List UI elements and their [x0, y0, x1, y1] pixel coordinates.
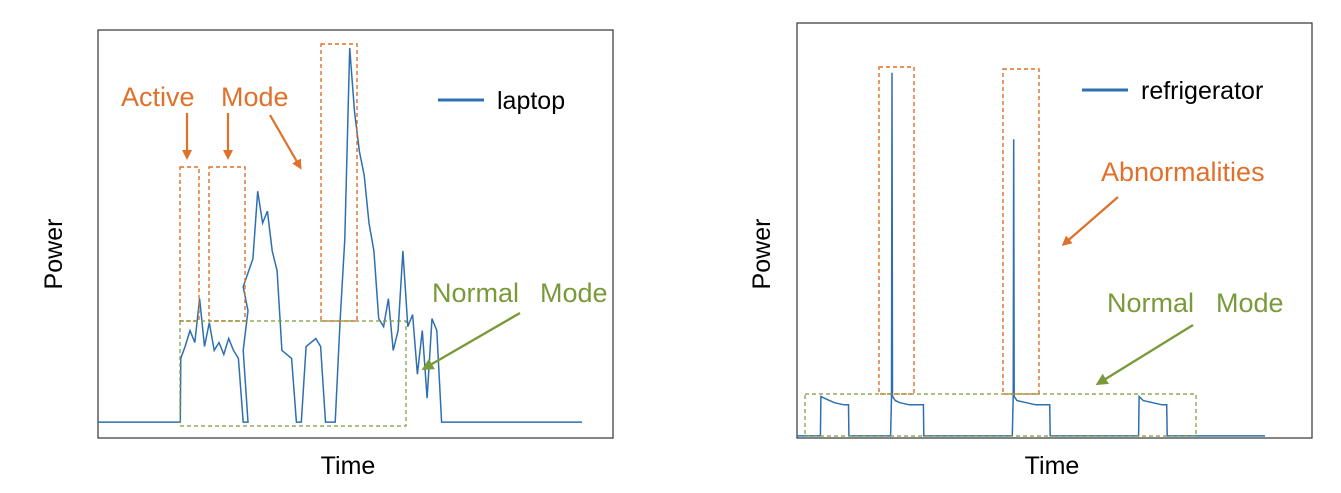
active-mode-box-1 [179, 166, 200, 322]
refrigerator-series-line [797, 72, 1265, 437]
laptop-normal-label-1: Normal [432, 278, 519, 308]
active-label-2: Mode [221, 82, 289, 112]
active-arrow-3 [269, 114, 302, 170]
laptop-legend-label: laptop [497, 87, 565, 115]
abnormality-box-2 [1002, 68, 1040, 395]
abnormalities-label: Abnormalities [1101, 157, 1265, 187]
laptop-normal-label-2: Mode [540, 278, 608, 308]
active-mode-box-2 [208, 166, 246, 322]
abnormality-box-1 [878, 66, 915, 395]
laptop-x-axis-label: Time [321, 452, 376, 480]
active-label-1: Active [121, 82, 195, 112]
laptop-series-line [98, 47, 582, 423]
laptop-normal-mode-box [179, 320, 407, 427]
refrigerator-y-axis-label: Power [748, 219, 776, 290]
refrigerator-x-axis-label: Time [1025, 452, 1080, 480]
refrigerator-normal-label-2: Mode [1216, 288, 1284, 318]
laptop-plot-frame [97, 29, 614, 439]
refrigerator-normal-label-1: Normal [1107, 288, 1194, 318]
abnormalities-arrow [1061, 196, 1119, 246]
laptop-y-axis-label: Power [40, 219, 68, 290]
laptop-chart: Active Mode Normal Mode laptop Time Powe… [40, 29, 614, 480]
refrigerator-legend-label: refrigerator [1141, 77, 1263, 105]
active-mode-box-3 [320, 43, 358, 322]
refrigerator-plot-frame [796, 22, 1313, 439]
laptop-normal-arrow [421, 311, 521, 371]
refrigerator-chart: Abnormalities Normal Mode refrigerator T… [748, 22, 1313, 480]
refrigerator-normal-arrow [1095, 323, 1194, 386]
refrigerator-normal-mode-box [804, 393, 1197, 437]
